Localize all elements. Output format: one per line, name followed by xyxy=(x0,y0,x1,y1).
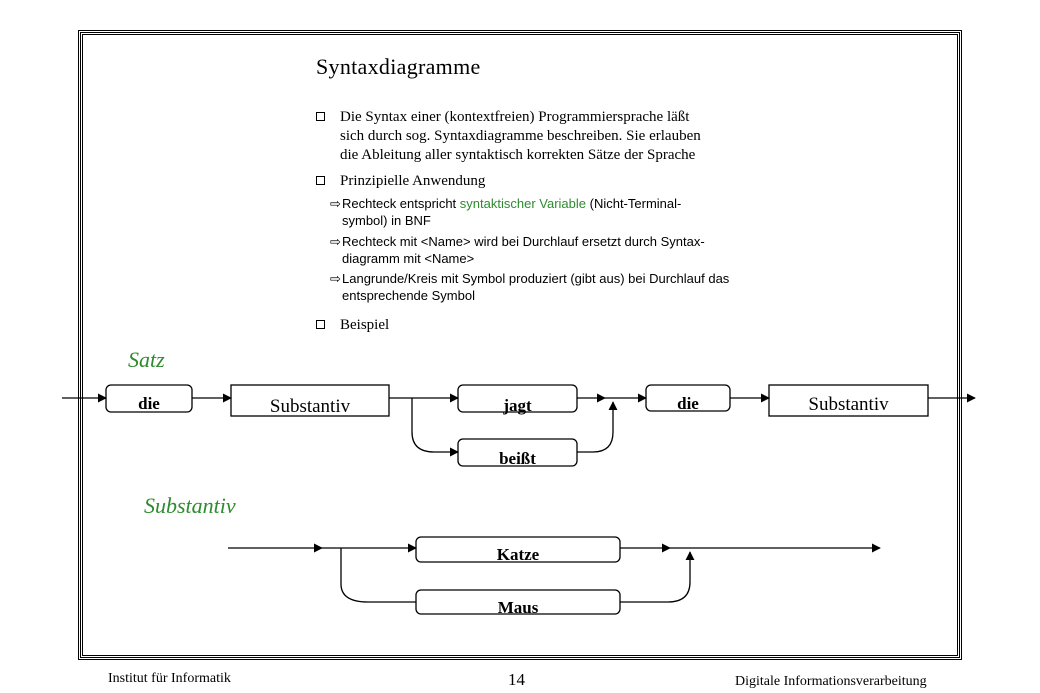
slide-frame xyxy=(78,30,962,660)
branch-path xyxy=(340,548,416,603)
checkbox-bullet-icon xyxy=(316,320,325,329)
node-box xyxy=(230,384,390,417)
subpoint-highlight: syntaktischer Variable xyxy=(459,196,586,211)
bullet-line: Prinzipielle Anwendung xyxy=(340,173,486,189)
diagram-label-satz: Satz xyxy=(128,347,165,372)
subpoint-line: entsprechende Symbol xyxy=(342,288,475,303)
subpoint-text: Rechteck entspricht xyxy=(342,196,460,211)
page-number: 14 xyxy=(508,670,525,689)
node-maus: Maus xyxy=(497,598,539,617)
node-box xyxy=(415,536,621,563)
arrow-right-icon: ⇨ xyxy=(330,234,341,249)
bullet-line: Beispiel xyxy=(340,317,390,333)
subpoint-line: Rechteck entspricht syntaktischer Variab… xyxy=(342,195,681,212)
branch-path xyxy=(577,401,618,453)
node-box xyxy=(768,384,929,417)
subpoint-text: (Nicht-Terminal- xyxy=(586,196,682,211)
footer-institute: Institut für Informatik xyxy=(108,671,231,686)
node-die-2: die xyxy=(677,394,699,413)
branch-path xyxy=(411,398,459,457)
node-substantiv-2: Substantiv xyxy=(808,394,889,415)
bullet-line: Die Syntax einer (kontextfreien) Program… xyxy=(340,109,690,125)
node-jagt: jagt xyxy=(503,396,532,415)
node-katze: Katze xyxy=(496,545,540,564)
slide-frame-inner xyxy=(82,34,958,656)
arrow-right-icon: ⇨ xyxy=(330,196,341,211)
footer-course: Digitale Informationsverarbeitung xyxy=(735,674,927,689)
checkbox-bullet-icon xyxy=(316,112,325,121)
branch-path xyxy=(620,551,695,603)
checkbox-bullet-icon xyxy=(316,176,325,185)
subpoint-line: Langrunde/Kreis mit Symbol produziert (g… xyxy=(342,271,730,286)
subpoint-line: diagramm mit <Name> xyxy=(342,251,475,266)
node-substantiv-1: Substantiv xyxy=(269,396,351,417)
arrow-right-icon: ⇨ xyxy=(330,271,341,286)
bullet-line: die Ableitung aller syntaktisch korrekte… xyxy=(340,147,696,163)
slide-title: Syntaxdiagramme xyxy=(316,54,481,79)
subpoint-line: symbol) in BNF xyxy=(342,213,431,228)
bullet-line: sich durch sog. Syntaxdiagramme beschrei… xyxy=(340,128,701,144)
diagram-label-substantiv: Substantiv xyxy=(144,493,236,518)
node-die-1: die xyxy=(138,394,160,413)
subpoint-line: Rechteck mit <Name> wird bei Durchlauf e… xyxy=(342,234,705,249)
node-beisst: beißt xyxy=(499,449,536,468)
